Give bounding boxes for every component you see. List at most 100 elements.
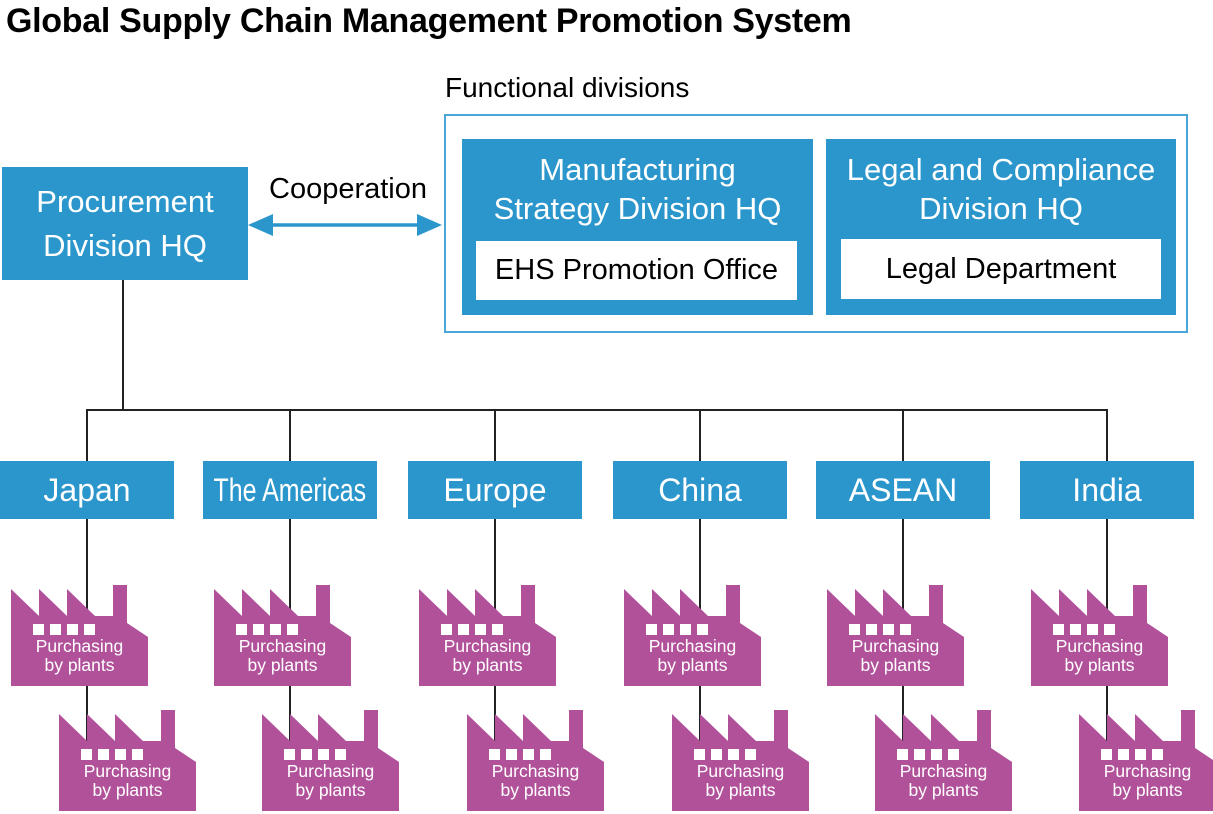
- division-name-line1: Manufacturing: [539, 152, 736, 187]
- legal-department-box: Legal Department: [841, 239, 1161, 299]
- region-label: Europe: [443, 471, 547, 508]
- plant-label-line1: Purchasing: [851, 636, 940, 656]
- plant-label-line2: by plants: [92, 780, 163, 800]
- plant-japan-1: Purchasing by plants: [11, 583, 148, 686]
- plant-japan-2: Purchasing by plants: [59, 708, 196, 811]
- plant-label-line1: Purchasing: [899, 761, 988, 781]
- connector-line: [699, 409, 701, 463]
- cooperation-label: Cooperation: [269, 173, 427, 205]
- connector-line: [902, 409, 904, 463]
- factory-icon: [11, 585, 148, 686]
- plant-label: Purchasing by plants: [59, 762, 196, 800]
- division-name-line2: Strategy Division HQ: [493, 191, 782, 226]
- plant-label-line2: by plants: [908, 780, 979, 800]
- plant-label: Purchasing by plants: [467, 762, 604, 800]
- plant-label-line1: Purchasing: [286, 761, 375, 781]
- connector-line-procurement: [122, 280, 124, 411]
- office-label: EHS Promotion Office: [494, 254, 779, 286]
- factory-icon: [59, 710, 196, 811]
- plant-label-line2: by plants: [860, 655, 931, 675]
- connector-line: [289, 409, 291, 463]
- region-box-china: China: [613, 461, 787, 519]
- plant-india-2: Purchasing by plants: [1079, 708, 1213, 811]
- plant-label-line1: Purchasing: [696, 761, 785, 781]
- plant-label-line1: Purchasing: [491, 761, 580, 781]
- connector-line-distribution: [86, 409, 1107, 411]
- plant-label-line1: Purchasing: [83, 761, 172, 781]
- page-title: Global Supply Chain Management Promotion…: [6, 2, 852, 40]
- plant-label-line2: by plants: [1064, 655, 1135, 675]
- connector-line: [494, 409, 496, 463]
- plant-americas-1: Purchasing by plants: [214, 583, 351, 686]
- plant-label-line2: by plants: [247, 655, 318, 675]
- plant-china-1: Purchasing by plants: [624, 583, 761, 686]
- plant-label: Purchasing by plants: [1031, 637, 1168, 675]
- factory-icon: [1079, 710, 1213, 811]
- plant-label-line2: by plants: [657, 655, 728, 675]
- factory-icon: [1031, 585, 1168, 686]
- plant-asean-1: Purchasing by plants: [827, 583, 964, 686]
- plant-label: Purchasing by plants: [875, 762, 1012, 800]
- plant-label-line1: Purchasing: [1055, 636, 1144, 656]
- plant-label-line1: Purchasing: [648, 636, 737, 656]
- plant-label: Purchasing by plants: [419, 637, 556, 675]
- plant-label-line2: by plants: [295, 780, 366, 800]
- manufacturing-strategy-division-box: Manufacturing Strategy Division HQ EHS P…: [462, 139, 813, 315]
- plant-asean-2: Purchasing by plants: [875, 708, 1012, 811]
- region-label: The Americas: [213, 471, 367, 508]
- region-label: Japan: [43, 471, 131, 508]
- plant-label: Purchasing by plants: [672, 762, 809, 800]
- region-box-japan: Japan: [0, 461, 174, 519]
- plant-europe-1: Purchasing by plants: [419, 583, 556, 686]
- plant-label: Purchasing by plants: [1079, 762, 1213, 800]
- region-label: China: [658, 471, 742, 508]
- division-name-line1: Legal and Compliance: [846, 152, 1156, 187]
- region-label: ASEAN: [848, 471, 958, 508]
- plant-label: Purchasing by plants: [624, 637, 761, 675]
- procurement-division-box: Procurement Division HQ: [2, 167, 248, 280]
- plant-label: Purchasing by plants: [827, 637, 964, 675]
- plant-label-line2: by plants: [705, 780, 776, 800]
- plant-europe-2: Purchasing by plants: [467, 708, 604, 811]
- plant-label-line1: Purchasing: [1103, 761, 1192, 781]
- office-label: Legal Department: [885, 252, 1117, 285]
- plant-label-line1: Purchasing: [35, 636, 124, 656]
- region-box-india: India: [1020, 461, 1194, 519]
- plant-label-line2: by plants: [1112, 780, 1183, 800]
- region-label: India: [1072, 471, 1142, 508]
- procurement-division-label-line2: Division HQ: [43, 227, 207, 263]
- connector-line: [1106, 409, 1108, 463]
- plant-india-1: Purchasing by plants: [1031, 583, 1168, 686]
- ehs-promotion-office-box: EHS Promotion Office: [476, 241, 797, 300]
- plant-label-line1: Purchasing: [238, 636, 327, 656]
- plant-label: Purchasing by plants: [214, 637, 351, 675]
- region-box-americas: The Americas: [203, 461, 377, 519]
- legal-compliance-division-box: Legal and Compliance Division HQ Legal D…: [826, 139, 1176, 315]
- plant-label: Purchasing by plants: [11, 637, 148, 675]
- plant-americas-2: Purchasing by plants: [262, 708, 399, 811]
- factory-icon: [467, 710, 604, 811]
- factory-icon: [875, 710, 1012, 811]
- plant-label-line2: by plants: [500, 780, 571, 800]
- region-box-europe: Europe: [408, 461, 582, 519]
- division-name-line2: Division HQ: [919, 191, 1083, 226]
- division-name: Manufacturing Strategy Division HQ: [462, 150, 813, 228]
- plant-label-line2: by plants: [44, 655, 115, 675]
- plant-china-2: Purchasing by plants: [672, 708, 809, 811]
- factory-icon: [827, 585, 964, 686]
- division-name: Legal and Compliance Division HQ: [826, 150, 1176, 228]
- functional-divisions-group: Manufacturing Strategy Division HQ EHS P…: [444, 114, 1188, 333]
- functional-divisions-heading: Functional divisions: [445, 72, 690, 103]
- factory-icon: [214, 585, 351, 686]
- factory-icon: [419, 585, 556, 686]
- factory-icon: [624, 585, 761, 686]
- factory-icon: [262, 710, 399, 811]
- factory-icon: [672, 710, 809, 811]
- procurement-division-label-line1: Procurement: [36, 183, 214, 219]
- connector-line: [86, 409, 88, 463]
- plant-label-line2: by plants: [452, 655, 523, 675]
- plant-label: Purchasing by plants: [262, 762, 399, 800]
- region-box-asean: ASEAN: [816, 461, 990, 519]
- cooperation-arrow-icon: [248, 211, 442, 244]
